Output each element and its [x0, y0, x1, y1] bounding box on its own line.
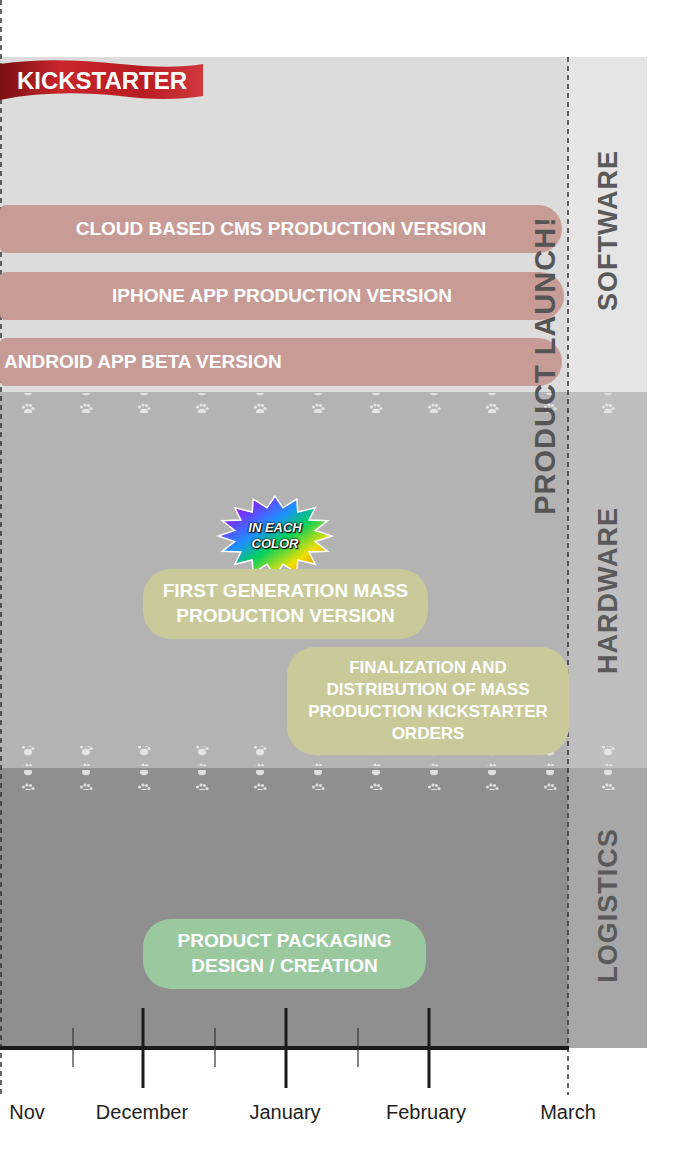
logistics-task: PRODUCT PACKAGING DESIGN / CREATION: [143, 919, 426, 988]
month-label: Nov: [9, 1101, 45, 1124]
hardware-task: FIRST GENERATION MASS PRODUCTION VERSION: [143, 569, 428, 638]
banner-text: KICKSTARTER: [17, 67, 187, 95]
hardware-task: FINALIZATION AND DISTRIBUTION OF MASS PR…: [287, 647, 569, 755]
starburst-text: IN EACH COLOR: [243, 520, 307, 553]
software-task: CLOUD BASED CMS PRODUCTION VERSION: [0, 205, 562, 253]
major-ticks: [143, 1008, 429, 1088]
task-text: FINALIZATION AND DISTRIBUTION OF MASS PR…: [301, 657, 555, 745]
color-starburst: IN EACH COLOR: [216, 494, 334, 578]
month-label: January: [249, 1101, 320, 1124]
task-text: ANDROID APP BETA VERSION: [4, 350, 282, 375]
starburst-text-wrap: IN EACH COLOR: [216, 494, 334, 578]
paw-row: [0, 770, 647, 790]
starburst: [218, 496, 332, 576]
software-task: ANDROID APP BETA VERSION: [0, 338, 562, 386]
software-task: IPHONE APP PRODUCTION VERSION: [0, 272, 564, 320]
logistics-area: [0, 768, 568, 1048]
task-text: CLOUD BASED CMS PRODUCTION VERSION: [76, 217, 487, 242]
task-text: PRODUCT PACKAGING DESIGN / CREATION: [157, 929, 412, 978]
software-column: [568, 57, 647, 392]
band-label: SOFTWARE: [593, 150, 624, 311]
hardware-area: [0, 392, 568, 768]
logistics-band: LOGISTICS PRODUCT PACKAGING DESIGN / CREA…: [0, 768, 647, 1048]
band-label: HARDWARE: [593, 507, 624, 674]
logistics-column: [568, 768, 647, 1048]
dashed-guide: [0, 0, 2, 1095]
task-text: IPHONE APP PRODUCTION VERSION: [112, 284, 452, 309]
month-label: December: [96, 1101, 188, 1124]
dashed-guide: [567, 57, 569, 1095]
month-label: March: [540, 1101, 596, 1124]
kickstarter-banner: KICKSTARTER: [0, 58, 204, 104]
banner-text-wrap: KICKSTARTER: [0, 58, 204, 104]
software-area: [0, 57, 568, 392]
minor-ticks: [73, 1028, 358, 1067]
task-text: FIRST GENERATION MASS PRODUCTION VERSION: [157, 579, 414, 628]
banner-flag: [0, 60, 203, 100]
hardware-column: [568, 392, 647, 768]
launch-label: PRODUCT LAUNCH!: [529, 216, 562, 515]
band-label: LOGISTICS: [592, 828, 623, 983]
month-label: February: [386, 1101, 466, 1124]
